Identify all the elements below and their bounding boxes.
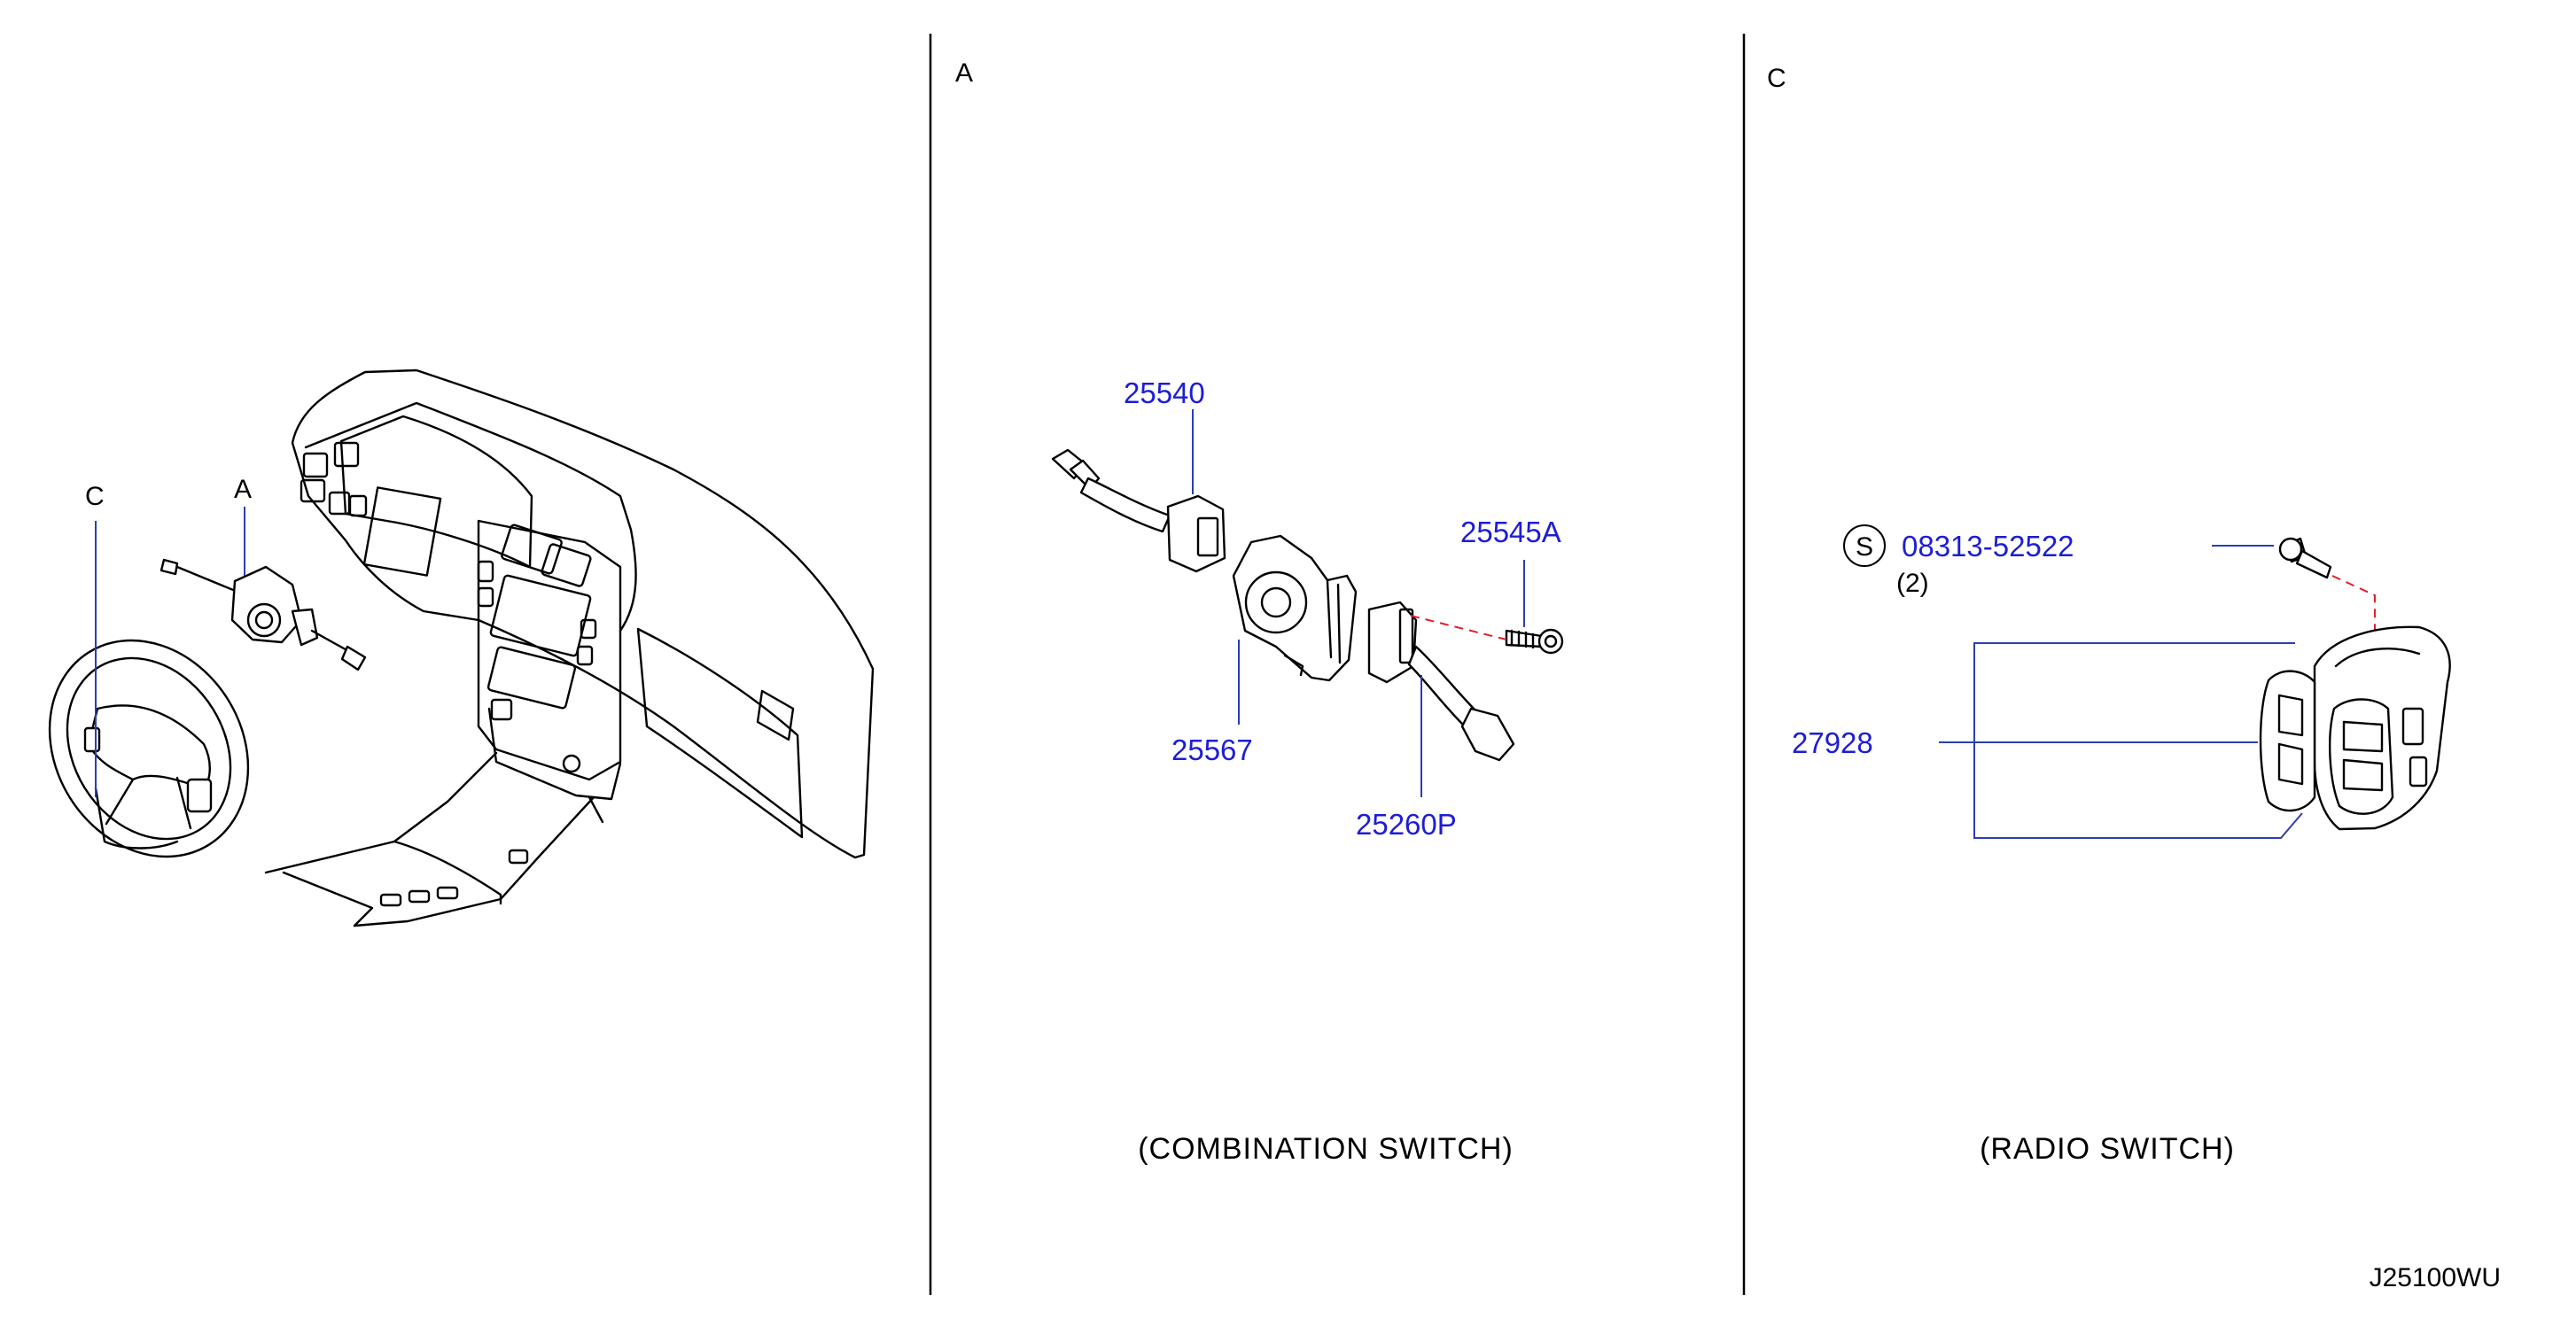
s-symbol: S	[1856, 532, 1873, 562]
steering-wheel-drawing	[48, 639, 250, 858]
dashed-fit-line-a	[1410, 615, 1507, 640]
diagram-code: J25100WU	[2370, 1263, 2501, 1292]
callout-a: A	[234, 475, 252, 504]
screw-quantity: (2)	[1896, 569, 1929, 598]
panel-a-letter: A	[955, 58, 973, 88]
dashboard-drawing	[264, 369, 875, 927]
panel-c-caption: (RADIO SWITCH)	[1980, 1132, 2235, 1166]
part-27928: 27928	[1792, 726, 1873, 759]
s-symbol-circle	[1843, 524, 1886, 567]
part-25545a: 25545A	[1460, 516, 1561, 548]
panel-c-letter: C	[1767, 64, 1786, 93]
part-25260p: 25260P	[1356, 808, 1457, 841]
panel-a-caption: (COMBINATION SWITCH)	[1138, 1132, 1514, 1166]
part-08313-52522: 08313-52522	[1902, 530, 2074, 563]
combination-switch-drawing	[1051, 448, 1564, 762]
part-25567: 25567	[1171, 733, 1253, 766]
radio-switch-drawing	[2259, 537, 2451, 831]
callout-c: C	[85, 482, 105, 511]
part-25540: 25540	[1124, 376, 1205, 409]
column-switch-drawing	[160, 558, 367, 671]
